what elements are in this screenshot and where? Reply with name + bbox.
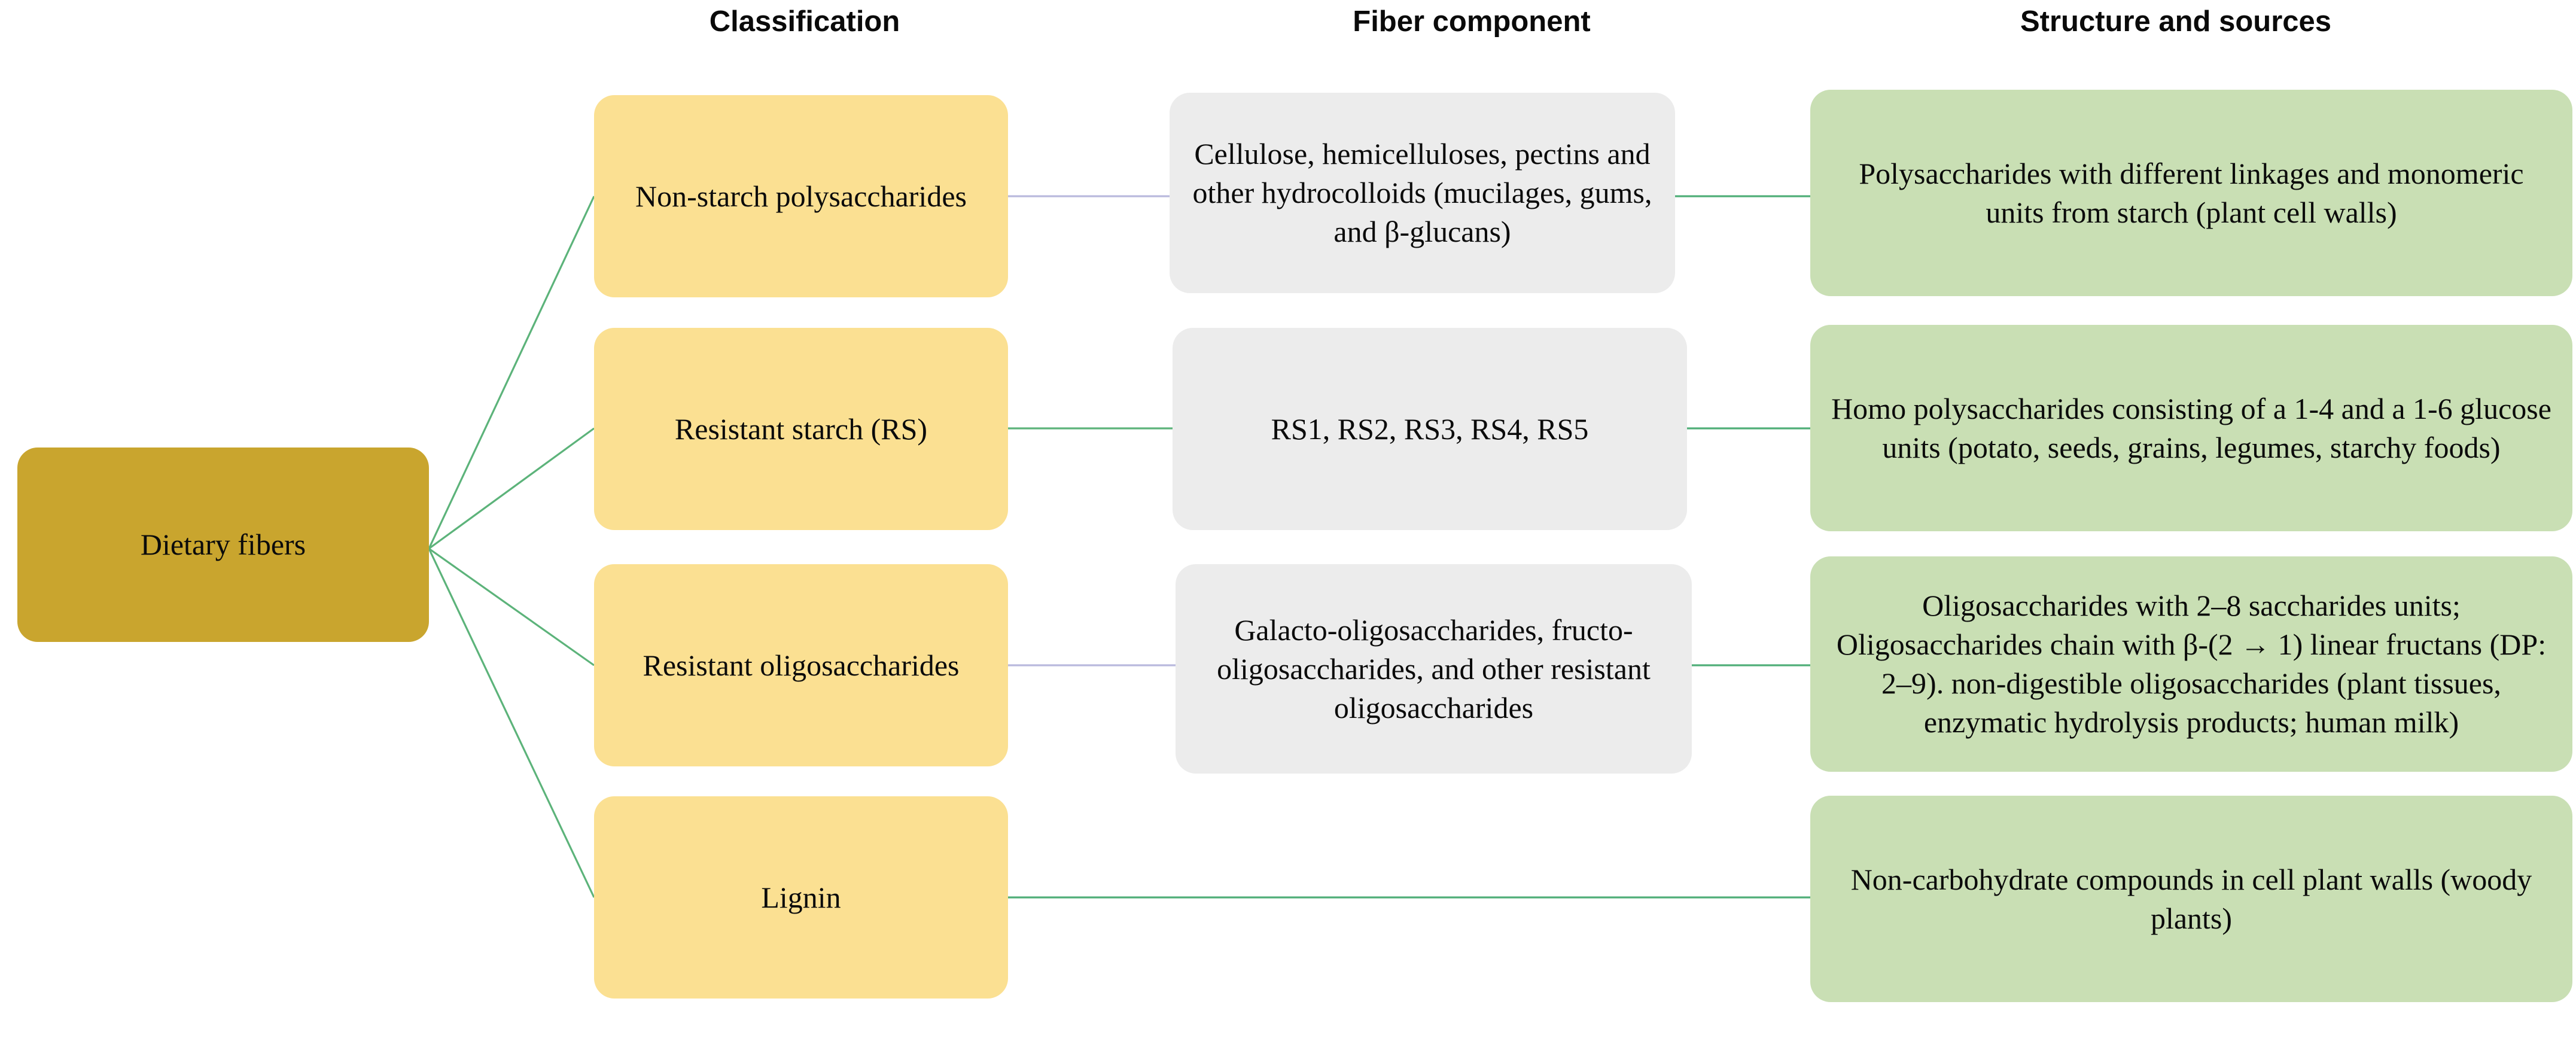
node-root-dietary-fibers[interactable]: Dietary fibers — [17, 448, 429, 642]
node-structure-row3[interactable]: Oligosaccharides with 2–8 saccharides un… — [1810, 556, 2572, 772]
node-classification-row1-label: Non-starch polysaccharides — [635, 179, 967, 213]
node-classification-row3[interactable]: Resistant oligosaccharides — [594, 564, 1008, 766]
column-header-classification: Classification — [709, 5, 900, 38]
node-fiber-component-row1-label: Cellulose, hemicelluloses, pectins and o… — [1192, 137, 1652, 248]
node-structure-row4-label: Non-carbohydrate compounds in cell plant… — [1850, 862, 2532, 935]
node-fiber-component-row3[interactable]: Galacto-oligosaccharides, fructo-oligosa… — [1176, 564, 1692, 774]
connector-root-to-row4 — [428, 548, 595, 898]
connector-root-to-row1 — [428, 196, 595, 549]
connector-root-to-row3 — [428, 547, 595, 666]
node-classification-row4[interactable]: Lignin — [594, 796, 1008, 999]
node-structure-row1-label: Polysaccharides with different linkages … — [1859, 156, 2524, 229]
node-structure-row4[interactable]: Non-carbohydrate compounds in cell plant… — [1810, 796, 2572, 1002]
node-structure-row1[interactable]: Polysaccharides with different linkages … — [1810, 90, 2572, 296]
node-classification-row2[interactable]: Resistant starch (RS) — [594, 328, 1008, 530]
connector-root-to-row2 — [428, 427, 595, 550]
node-fiber-component-row2-label: RS1, RS2, RS3, RS4, RS5 — [1271, 412, 1589, 446]
node-classification-row4-label: Lignin — [761, 880, 841, 914]
node-structure-row3-label: Oligosaccharides with 2–8 saccharides un… — [1836, 589, 2547, 739]
node-fiber-component-row3-label: Galacto-oligosaccharides, fructo-oligosa… — [1217, 613, 1651, 725]
node-classification-row2-label: Resistant starch (RS) — [674, 412, 928, 446]
node-root-label: Dietary fibers — [140, 528, 306, 561]
node-classification-row1[interactable]: Non-starch polysaccharides — [594, 95, 1008, 297]
node-structure-row2-label: Homo polysaccharides consisting of a 1-4… — [1831, 391, 2551, 464]
node-classification-row3-label: Resistant oligosaccharides — [643, 648, 960, 682]
node-structure-row2[interactable]: Homo polysaccharides consisting of a 1-4… — [1810, 325, 2572, 531]
node-fiber-component-row1[interactable]: Cellulose, hemicelluloses, pectins and o… — [1170, 93, 1675, 293]
column-header-fiber-component: Fiber component — [1353, 5, 1591, 38]
column-header-structure-and-sources: Structure and sources — [2020, 5, 2332, 38]
node-fiber-component-row2[interactable]: RS1, RS2, RS3, RS4, RS5 — [1173, 328, 1687, 530]
